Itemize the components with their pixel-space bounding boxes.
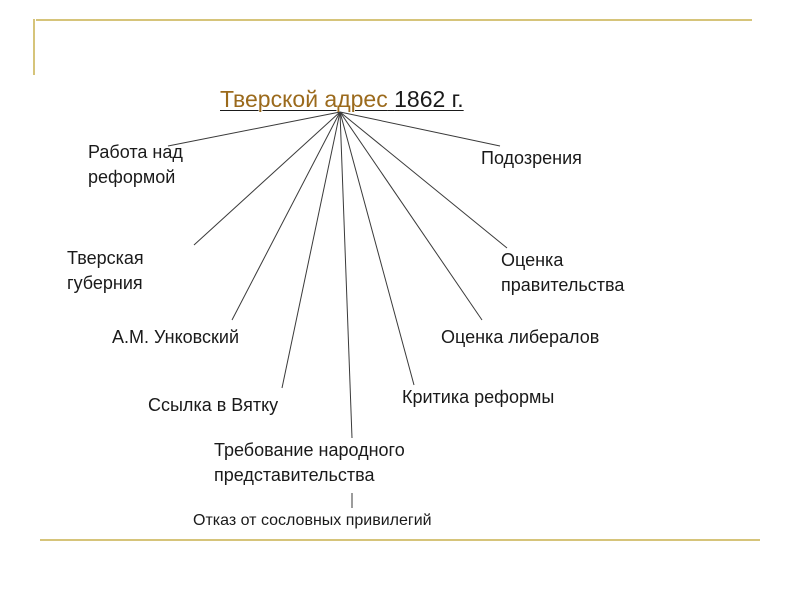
node-tver-province: Тверская губерния <box>67 248 144 293</box>
connector-exile-vyatka <box>281 111 341 389</box>
connector-representation <box>339 111 353 439</box>
title-main: Тверской адрес <box>220 86 388 112</box>
title-year: 1862 г. <box>394 86 464 112</box>
node-reform-criticism: Критика реформы <box>402 387 555 407</box>
node-work-on-reform: Работа над реформой <box>88 142 183 187</box>
node-gov-assessment: Оценка правительства <box>501 250 625 295</box>
connector-liberals-assessment <box>339 111 483 321</box>
node-liberals-assessment: Оценка либералов <box>441 327 600 347</box>
node-representation-demand: Требование народного представительства <box>214 440 405 485</box>
frame-bottom-line <box>40 539 760 541</box>
node-unkovsky: А.М. Унковский <box>112 327 240 347</box>
node-privileges-refusal: Отказ от сословных привилегий <box>193 512 432 529</box>
frame-top-line <box>36 19 752 21</box>
diagram-title: Тверской адрес 1862 г. <box>220 86 464 113</box>
connector-tver-province <box>193 111 341 246</box>
connector-unkovsky <box>231 111 341 321</box>
node-exile-vyatka: Ссылка в Вятку <box>148 395 279 415</box>
node-suspicions: Подозрения <box>481 148 582 168</box>
frame-left-line <box>33 19 35 75</box>
connector-suspicions <box>339 111 501 147</box>
connector-reform-criticism <box>339 111 415 386</box>
connector-work-on-reform <box>167 111 341 147</box>
connector-gov-assessment <box>339 111 508 249</box>
